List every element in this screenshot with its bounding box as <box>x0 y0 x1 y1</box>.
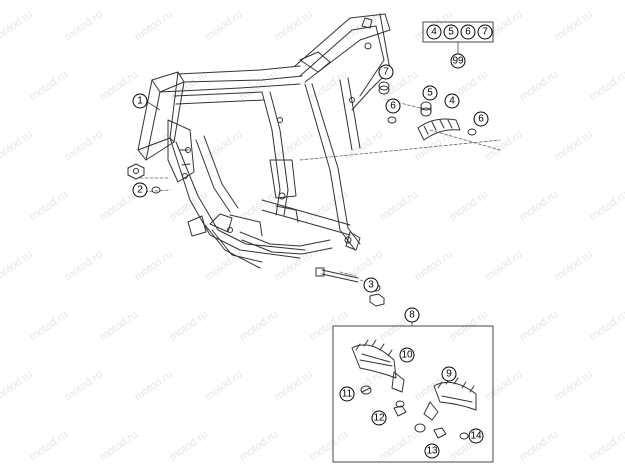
callout-14: 14 <box>468 428 484 444</box>
kit-group: 4 5 6 7 99 <box>422 21 494 69</box>
svg-text:13: 13 <box>426 446 438 457</box>
kit-member-3: 7 <box>482 27 488 38</box>
svg-text:14: 14 <box>470 431 482 442</box>
footrest-right-part-9 <box>423 377 477 421</box>
callout-1: 1 <box>132 93 161 111</box>
kit-number: 99 <box>452 56 464 67</box>
svg-text:10: 10 <box>401 350 413 361</box>
footrest-left-part-10 <box>351 339 405 393</box>
callout-9: 9 <box>441 366 457 382</box>
svg-text:4: 4 <box>449 96 455 107</box>
svg-text:2: 2 <box>137 185 143 196</box>
kit-member-0: 4 <box>431 27 437 38</box>
svg-text:1: 1 <box>137 96 143 107</box>
svg-text:7: 7 <box>383 67 389 78</box>
svg-text:6: 6 <box>478 114 484 125</box>
svg-text:3: 3 <box>368 280 374 291</box>
svg-text:6: 6 <box>390 101 396 112</box>
callout-11: 11 <box>339 386 355 402</box>
callout-13: 13 <box>424 443 440 459</box>
svg-text:5: 5 <box>427 88 433 99</box>
svg-text:11: 11 <box>342 389 353 400</box>
pivot-parts <box>378 81 477 141</box>
callouts: 1 2 3 4 5 6 6 7 <box>132 64 489 459</box>
callout-4: 4 <box>444 93 460 109</box>
frame-part <box>137 13 391 269</box>
callout-12: 12 <box>371 410 387 426</box>
callout-5: 5 <box>422 85 438 101</box>
kit-member-1: 5 <box>448 27 454 38</box>
svg-text:12: 12 <box>373 413 385 424</box>
callout-8: 8 <box>404 307 420 323</box>
bolt-part-3 <box>315 267 385 307</box>
callout-10: 10 <box>399 347 415 363</box>
callout-6-left: 6 <box>385 98 401 114</box>
footrest-small-parts <box>360 385 469 440</box>
callout-6-right: 6 <box>473 111 489 127</box>
callout-7: 7 <box>378 64 394 80</box>
callout-3: 3 <box>363 277 379 293</box>
svg-text:9: 9 <box>446 369 452 380</box>
nut-part-2 <box>127 163 161 194</box>
svg-text:8: 8 <box>409 310 415 321</box>
kit-member-2: 6 <box>465 27 471 38</box>
footrest-kit-box <box>332 325 494 463</box>
callout-2: 2 <box>132 182 148 198</box>
